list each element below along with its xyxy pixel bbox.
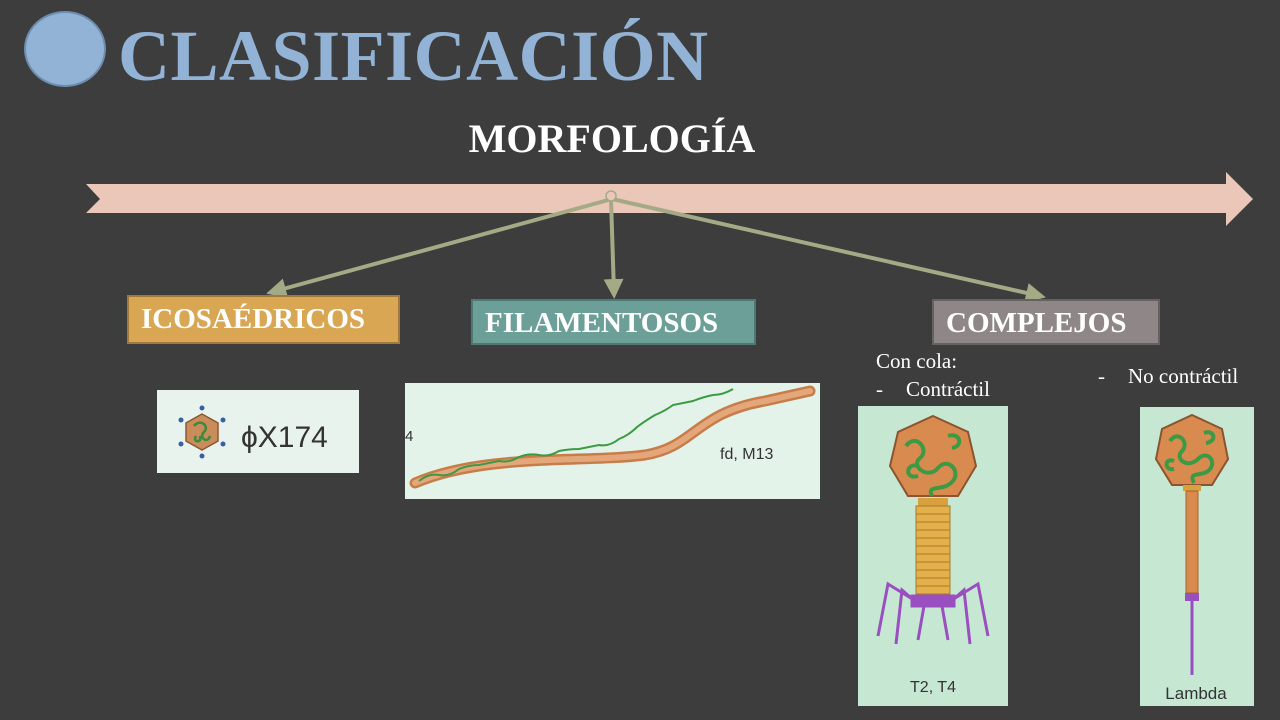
note-no-contractil-label: No contráctil <box>1128 364 1239 388</box>
note-no-contractil: -No contráctil <box>1098 362 1238 390</box>
phix174-label: ϕX174 <box>241 421 328 454</box>
edge-fragment-label: 4 <box>405 428 413 445</box>
phage-head-icon <box>888 414 978 497</box>
tail-fibers <box>876 581 990 645</box>
category-complejos: COMPLEJOS <box>932 299 1160 345</box>
lambda-label: Lambda <box>1165 684 1227 703</box>
lambda-phage-image: Lambda <box>1140 407 1254 706</box>
phage-head-icon <box>1154 413 1230 486</box>
note-con-cola: Con cola: <box>876 349 958 373</box>
arrow-to-icosaedricos <box>266 197 613 298</box>
bullet-dash: - <box>1098 364 1105 388</box>
non-contractile-tail <box>1185 490 1199 594</box>
title-bullet-circle <box>24 11 106 87</box>
branch-node <box>605 190 617 202</box>
filament-genome <box>418 388 734 482</box>
page-title: CLASIFICACIÓN <box>118 16 709 96</box>
phage-collar <box>918 498 948 506</box>
tail-base <box>1185 593 1199 601</box>
arrow-to-complejos <box>611 197 1046 303</box>
filamentous-virus-image: 4 fd, M13 <box>405 383 820 499</box>
icosahedral-capsid-icon <box>178 405 226 459</box>
phage-collar <box>1183 485 1201 491</box>
t2-t4-phage-image: T2, T4 <box>858 406 1008 706</box>
fd-m13-label: fd, M13 <box>720 446 773 463</box>
icosahedral-virus-image: ϕX174 <box>157 390 359 473</box>
category-filamentosos: FILAMENTOSOS <box>471 299 756 345</box>
category-icosaedricos: ICOSAÉDRICOS <box>127 295 400 344</box>
morphology-subtitle: MORFOLOGÍA <box>468 116 756 161</box>
timeline-arrow <box>86 172 1253 226</box>
note-contractil-label: Contráctil <box>906 377 990 401</box>
t2-t4-label: T2, T4 <box>910 679 956 696</box>
note-contractil: -Contráctil <box>876 375 990 403</box>
contractile-tail-sheath <box>915 505 951 595</box>
arrow-to-filamentosos <box>603 198 624 299</box>
bullet-dash: - <box>876 377 883 401</box>
